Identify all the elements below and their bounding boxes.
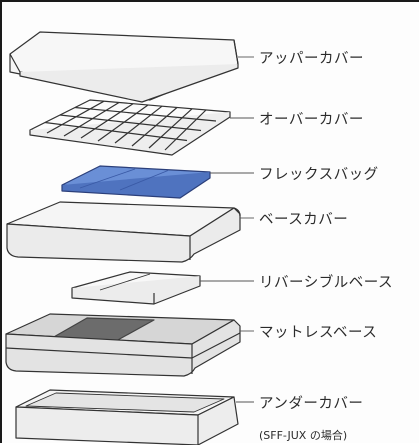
label-over-cover: オーバーカバー xyxy=(259,112,364,128)
reversible-base-shape xyxy=(71,271,201,305)
over-cover-shape xyxy=(29,99,231,156)
flex-bag-shape xyxy=(61,165,211,199)
layer-illustration xyxy=(5,31,254,445)
label-upper-cover: アッパーカバー xyxy=(259,51,364,67)
label-under-cover: アンダーカバー xyxy=(259,396,364,412)
model-note: (SFF-JUX の場合) xyxy=(259,429,348,442)
mattress-base-shape xyxy=(5,313,241,377)
label-base-cover: ベースカバー xyxy=(259,212,349,228)
base-cover-shape xyxy=(6,201,241,263)
label-flex-bag: フレックスバッグ xyxy=(259,167,379,183)
label-reversible-base: リバーシブルベース xyxy=(259,275,393,291)
upper-cover-shape xyxy=(9,31,239,103)
under-cover-shape xyxy=(15,389,239,445)
label-mattress-base: マットレスベース xyxy=(259,325,378,341)
leader-lines xyxy=(200,56,254,403)
